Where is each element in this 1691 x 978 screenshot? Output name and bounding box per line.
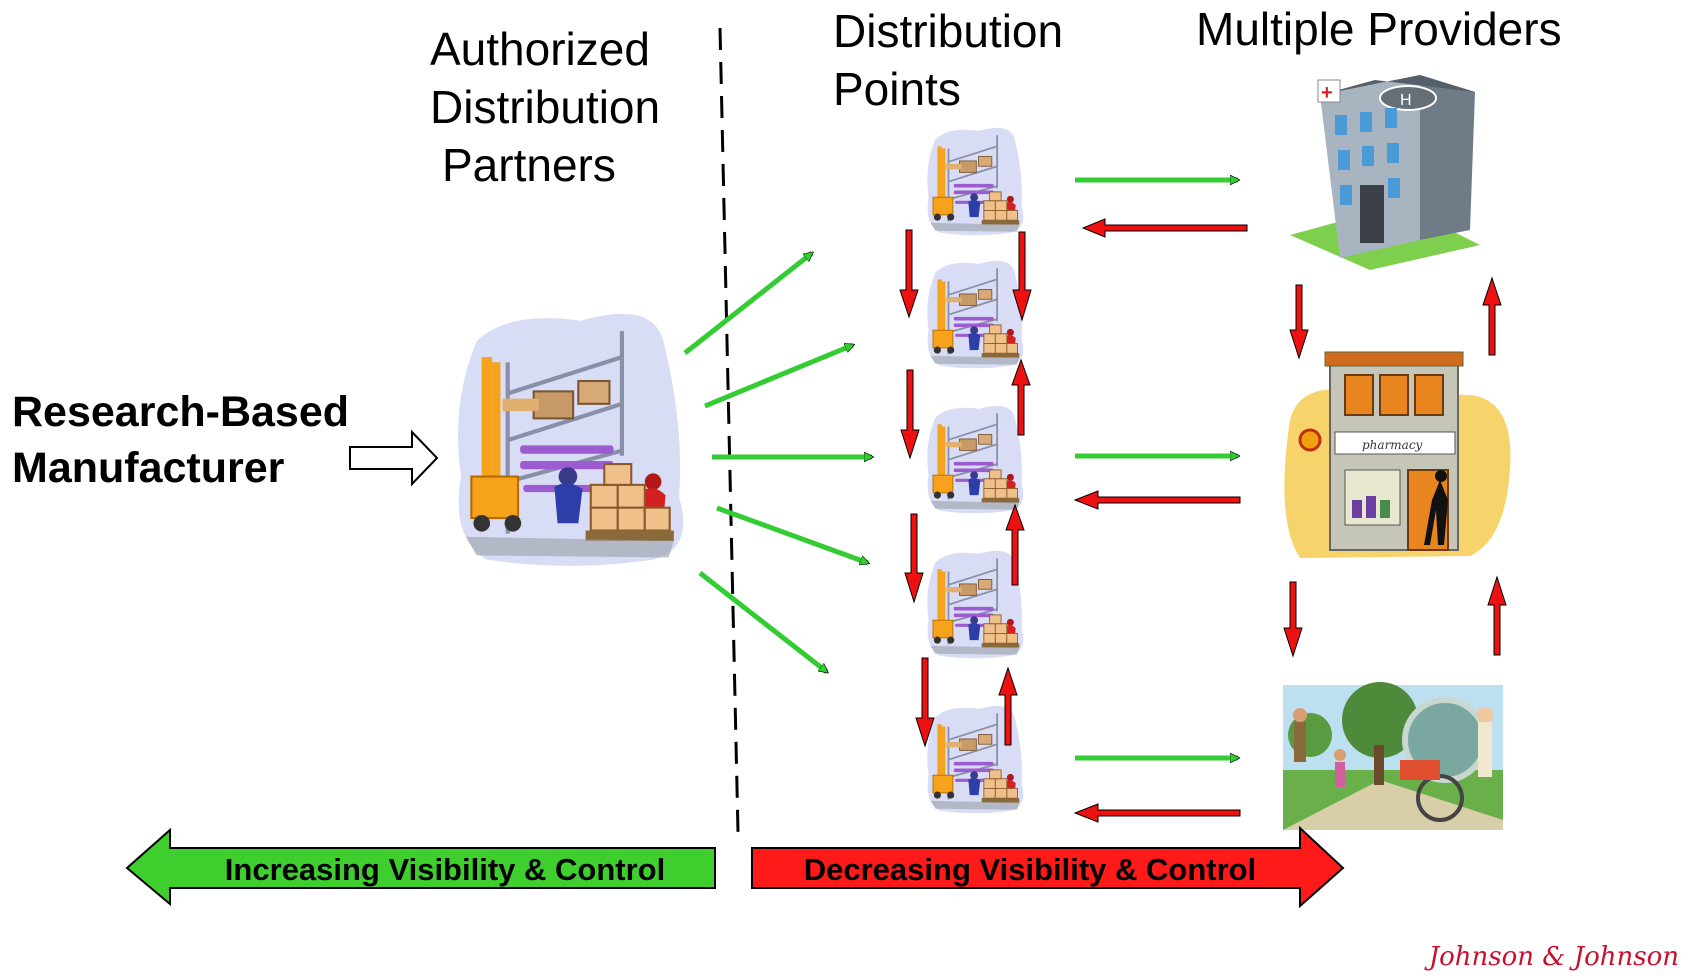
points-label: Distribution Points — [833, 2, 1063, 118]
arrow-down — [899, 229, 919, 319]
increasing-visibility-banner — [125, 827, 716, 907]
arrow-up — [998, 666, 1018, 746]
patients-park-icon — [1283, 682, 1503, 830]
svg-text:pharmacy: pharmacy — [1362, 438, 1423, 452]
arrow-down — [1283, 581, 1303, 658]
arrow-hospital-to-point — [1081, 218, 1248, 238]
arrow-pharmacy-to-point — [1073, 490, 1241, 510]
arrow-up — [1011, 358, 1031, 436]
partners-label: Authorized Distribution Partners — [430, 20, 660, 194]
arrow-down — [904, 513, 924, 604]
warehouse-icon — [926, 404, 1025, 515]
divider-line — [718, 27, 740, 833]
partners-label-line2: Distribution — [430, 81, 661, 133]
increasing-visibility-text: Increasing Visibility & Control — [224, 852, 666, 887]
arrow-partner-to-point-5 — [698, 571, 827, 674]
arrow-down — [1289, 284, 1309, 360]
red-arrows — [899, 218, 1507, 823]
partners-label-line1: Authorized — [430, 23, 650, 75]
arrow-partner-to-point-2 — [704, 342, 853, 409]
green-arrows — [683, 180, 1238, 758]
partners-label-line3: Partners — [442, 139, 616, 191]
warehouse-icon — [926, 126, 1025, 237]
arrow-down — [915, 657, 935, 748]
johnson-and-johnson-logo: Johnson & Johnson — [1428, 942, 1679, 972]
svg-text:H: H — [1400, 92, 1412, 109]
points-label-line1: Distribution — [833, 5, 1064, 57]
decreasing-visibility-text: Decreasing Visibility & Control — [803, 852, 1257, 887]
arrow-partner-to-point-4 — [716, 505, 868, 566]
manufacturer-arrow — [349, 429, 439, 487]
arrow-partner-to-point-1 — [683, 251, 812, 355]
warehouse-icon — [926, 549, 1025, 660]
warehouse-icon — [458, 314, 683, 566]
arrow-up — [1487, 575, 1507, 656]
svg-text:+: + — [1321, 82, 1333, 104]
manufacturer-label-line1: Research-Based — [12, 388, 350, 436]
arrow-up — [1482, 276, 1502, 356]
manufacturer-label-line2: Manufacturer — [12, 444, 285, 492]
decreasing-visibility-banner — [751, 825, 1345, 909]
providers-label: Multiple Providers — [1196, 3, 1562, 55]
manufacturer-label: Research-Based Manufacturer — [12, 384, 349, 496]
arrow-up — [1005, 503, 1025, 586]
warehouse-icon — [926, 259, 1025, 370]
arrow-down — [1012, 231, 1032, 322]
arrow-down — [900, 369, 920, 460]
pharmacy-icon: pharmacy — [1284, 351, 1511, 558]
hospital-icon: H + — [1290, 75, 1480, 270]
arrow-patients-to-point — [1073, 803, 1241, 823]
points-label-line2: Points — [833, 63, 961, 115]
